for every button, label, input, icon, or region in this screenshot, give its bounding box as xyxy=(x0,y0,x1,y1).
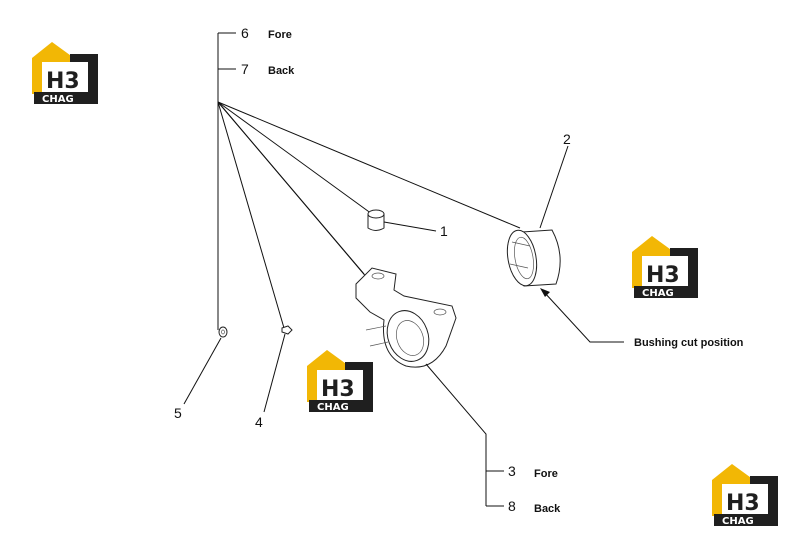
part-2-bushing xyxy=(506,145,569,287)
part-5-washer xyxy=(183,326,228,405)
callout-2: 2 xyxy=(563,131,571,147)
callout-3: 3 xyxy=(508,463,516,479)
callout-8: 8 xyxy=(508,498,516,514)
svg-text:CHAG: CHAG xyxy=(42,94,74,105)
leader-lines xyxy=(217,101,521,329)
svg-text:H3: H3 xyxy=(646,263,680,288)
label-back-bottom: Back xyxy=(534,503,561,515)
svg-text:H3: H3 xyxy=(46,69,80,94)
callout-1: 1 xyxy=(440,223,448,239)
callout-bracket-top xyxy=(217,32,236,330)
label-fore-top: Fore xyxy=(268,29,292,41)
svg-text:CHAG: CHAG xyxy=(722,516,754,527)
svg-text:H3: H3 xyxy=(321,377,355,402)
svg-text:CHAG: CHAG xyxy=(317,402,349,413)
label-bushing-cut-position: Bushing cut position xyxy=(634,337,744,349)
part-3-rod-cap xyxy=(355,267,504,507)
callout-5: 5 xyxy=(174,405,182,421)
part-4-bolt xyxy=(263,325,293,413)
bushing-cut-leader xyxy=(540,288,624,343)
watermark-logo-1: H3 CHAG xyxy=(32,42,98,105)
svg-text:CHAG: CHAG xyxy=(642,288,674,299)
watermark-logo-2: H3 CHAG xyxy=(632,236,698,299)
label-back-top: Back xyxy=(268,65,295,77)
callout-6: 6 xyxy=(241,25,249,41)
label-fore-bottom: Fore xyxy=(534,468,558,480)
part-1-sleeve xyxy=(367,209,437,232)
callout-7: 7 xyxy=(241,61,249,77)
watermark-logo-4: H3 CHAG xyxy=(712,464,778,527)
watermark-logo-3: H3 CHAG xyxy=(307,350,373,413)
svg-text:H3: H3 xyxy=(726,491,760,516)
callout-4: 4 xyxy=(255,414,263,430)
